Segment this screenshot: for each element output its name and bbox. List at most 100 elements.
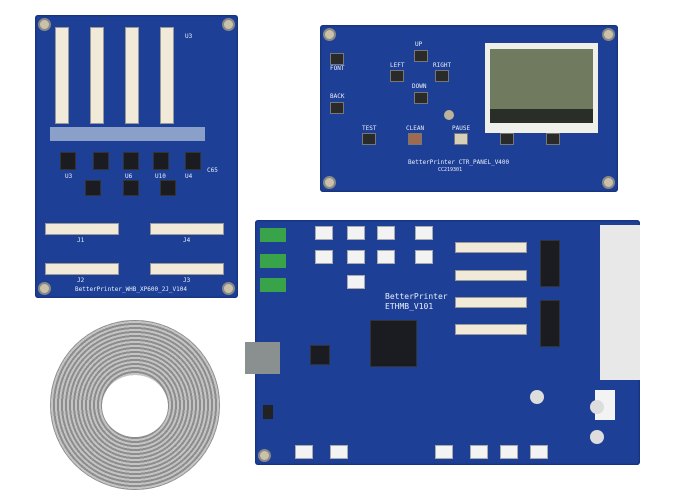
head-connector (55, 27, 69, 124)
mount-hole (602, 176, 615, 189)
brand-label: BetterPrinter (385, 292, 448, 301)
seven-segment-display (263, 405, 273, 419)
test-button[interactable] (362, 133, 376, 145)
chip (85, 180, 101, 196)
pin-header (50, 127, 205, 141)
head-connector (160, 27, 174, 124)
board-name: BetterPrinter_WHB_XP600_2J_V104 (75, 286, 187, 293)
chip (123, 180, 139, 196)
connector (347, 275, 365, 289)
connector (415, 226, 433, 240)
terminal-block (260, 254, 286, 268)
ribbon-connector (455, 270, 527, 281)
board-name: BetterPrinter CTR_PANEL_V400 (408, 159, 510, 166)
ref-label: J4 (183, 237, 191, 244)
up-button[interactable] (414, 50, 428, 62)
button-label: BACK (330, 93, 345, 100)
button-label: PAUSE (452, 125, 471, 132)
terminal-block (260, 278, 286, 292)
connector (530, 445, 548, 459)
button-label: FONT (330, 65, 345, 72)
model-label: ETHMB_V101 (385, 302, 434, 311)
capacitor (530, 390, 544, 404)
ref-label: J1 (77, 237, 85, 244)
driver-chip (540, 240, 560, 287)
cable-center (102, 375, 168, 437)
enter-button[interactable] (546, 133, 560, 145)
down-button[interactable] (414, 92, 428, 104)
printhead-board: U3 U3 U6 U10 U4 C65 J1 J4 J2 J3 BetterPr… (35, 15, 238, 298)
driver-chip (540, 300, 560, 347)
connector (435, 445, 453, 459)
ref-label: J3 (183, 277, 191, 284)
mount-hole (258, 449, 271, 462)
connector (377, 250, 395, 264)
capacitor (590, 400, 604, 414)
connector (295, 445, 313, 459)
button-label: CLEAN (406, 125, 425, 132)
connector (347, 250, 365, 264)
ref-label: J2 (77, 277, 85, 284)
connector (377, 226, 395, 240)
chip (310, 345, 330, 365)
chip (153, 152, 169, 170)
mount-hole (323, 176, 336, 189)
j3-connector (150, 263, 224, 275)
ref-label: U3 (65, 173, 73, 180)
button-label: UP (415, 41, 423, 48)
back-button[interactable] (330, 102, 344, 114)
terminal-block (260, 228, 286, 242)
mount-hole (38, 282, 51, 295)
mount-hole (323, 28, 336, 41)
button-label: RIGHT (433, 62, 452, 69)
mount-hole (38, 18, 51, 31)
connector (315, 250, 333, 264)
ethernet-port[interactable] (245, 342, 280, 374)
board-code: CC219301 (438, 167, 463, 173)
mount-hole (222, 18, 235, 31)
ref-label: C65 (207, 167, 218, 174)
chip (123, 152, 139, 170)
ribbon-connector (455, 242, 527, 253)
connector (330, 445, 348, 459)
ref-label: U10 (155, 173, 166, 180)
button-label: LEFT (390, 62, 405, 69)
left-button[interactable] (390, 70, 404, 82)
buzzer (444, 110, 454, 120)
ref-label: U4 (185, 173, 193, 180)
mount-hole (602, 28, 615, 41)
clean-button[interactable] (408, 133, 422, 145)
button-label: DOWN (412, 83, 427, 90)
ref-label: U6 (125, 173, 133, 180)
lcd-screen (490, 49, 593, 109)
font-button[interactable] (330, 53, 344, 65)
ribbon-cable-coil (50, 320, 220, 490)
lcd-frame (485, 43, 598, 133)
head-connector (90, 27, 104, 124)
cancel-button[interactable] (500, 133, 514, 145)
connector (470, 445, 488, 459)
j2-connector (45, 263, 119, 275)
j1-connector (45, 223, 119, 235)
chip (160, 180, 176, 196)
heatsink (600, 225, 640, 380)
capacitor (590, 430, 604, 444)
mainboard: BetterPrinter ETHMB_V101 (245, 220, 640, 465)
connector (347, 226, 365, 240)
chip (93, 152, 109, 170)
pause-button[interactable] (454, 133, 468, 145)
ribbon-connector (455, 324, 527, 335)
j4-connector (150, 223, 224, 235)
connector (315, 226, 333, 240)
head-connector (125, 27, 139, 124)
control-panel-board: FONT UP LEFT RIGHT DOWN BACK TEST CLEAN … (320, 25, 618, 192)
button-label: TEST (362, 125, 377, 132)
chip (60, 152, 76, 170)
connector (500, 445, 518, 459)
ref-label: U3 (185, 33, 193, 40)
fpga-chip (370, 320, 417, 367)
connector (415, 250, 433, 264)
mount-hole (222, 282, 235, 295)
right-button[interactable] (435, 70, 449, 82)
chip (185, 152, 201, 170)
